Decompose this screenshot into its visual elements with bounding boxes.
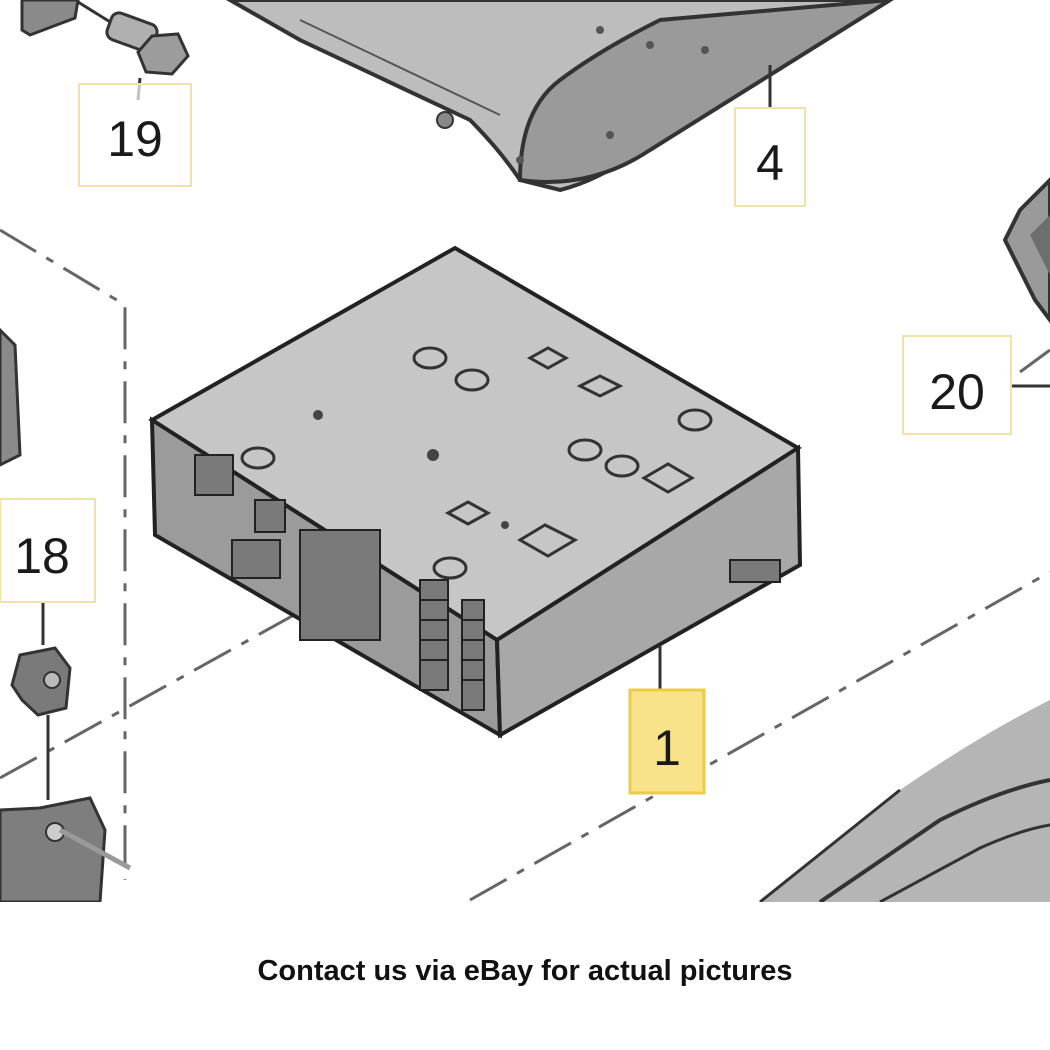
part-4-housing [225, 0, 894, 193]
callout-19: 19 [78, 83, 192, 187]
svg-text:19: 19 [107, 111, 163, 167]
part-20-bracket [1002, 177, 1050, 388]
footer-caption: Contact us via eBay for actual pictures [257, 955, 793, 987]
svg-text:20: 20 [929, 364, 985, 420]
svg-text:1: 1 [653, 720, 681, 776]
part-1-control-unit [148, 65, 803, 739]
part-18-clip [0, 327, 132, 902]
dashed-guide-lines [0, 228, 1050, 902]
part-bottom-right-panel [759, 700, 1050, 902]
svg-text:18: 18 [14, 528, 70, 584]
svg-text:4: 4 [756, 135, 784, 191]
callout-18: 18 [0, 498, 96, 603]
callout-1-highlighted: 1 [628, 688, 706, 795]
parts-exploded-diagram: 19 4 20 18 1 [0, 0, 1050, 902]
callout-20: 20 [902, 335, 1012, 435]
callout-4: 4 [734, 107, 806, 207]
